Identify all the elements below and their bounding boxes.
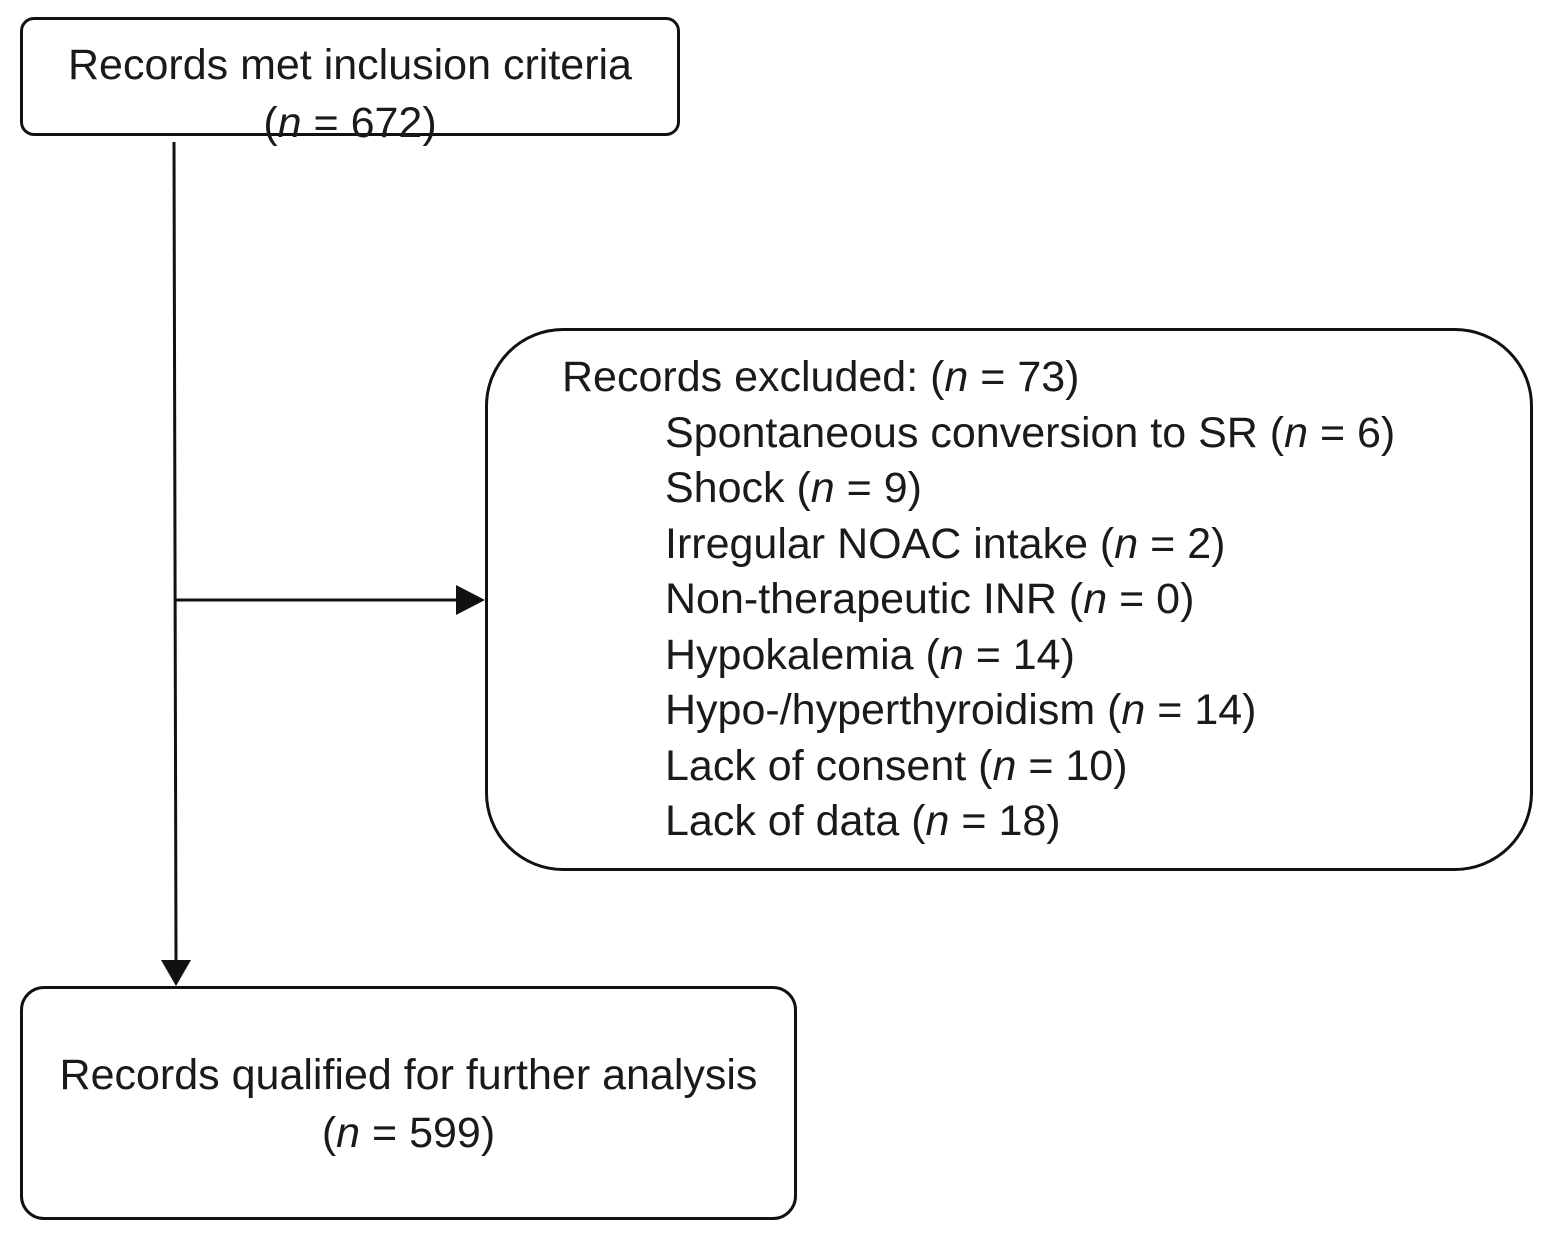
main-vertical-arrow-line — [172, 141, 178, 963]
excluded-item: Shock (n = 9) — [665, 464, 922, 512]
excluded-item: Irregular NOAC intake (n = 2) — [665, 519, 1226, 568]
qualified-box: Records qualified for further analysis (… — [20, 986, 797, 1220]
excluded-item: Hypokalemia (n = 14) — [665, 630, 1075, 679]
arrowhead-down-icon — [161, 960, 191, 986]
qualified-label: Records qualified for further analysis (… — [23, 1046, 794, 1162]
inclusion-label-text: Records met inclusion criteria — [68, 41, 632, 89]
qualified-count: (n = 599) — [321, 1109, 496, 1157]
inclusion-box: Records met inclusion criteria (n = 672) — [20, 17, 680, 147]
excluded-item: Spontaneous conversion to SR (n = 6) — [665, 408, 1396, 457]
excluded-item: Hypo-/hyperthyroidism (n = 14) — [665, 686, 1257, 734]
excluded-item: Non-therapeutic INR (n = 0) — [665, 575, 1195, 623]
qualified-label-text: Records qualified for further analysis — [59, 1051, 758, 1099]
arrowhead-right-icon — [456, 585, 485, 615]
excluded-item: Lack of data (n = 18) — [665, 797, 1061, 845]
excluded-item: Lack of consent (n = 10) — [665, 741, 1128, 790]
inclusion-label: Records met inclusion criteria (n = 672) — [23, 36, 677, 152]
inclusion-count: (n = 672) — [263, 99, 437, 147]
excluded-header: Records excluded: (n = 73) — [562, 353, 1080, 401]
excluded-box: Records excluded: (n = 73) Spontaneous c… — [485, 328, 1533, 871]
